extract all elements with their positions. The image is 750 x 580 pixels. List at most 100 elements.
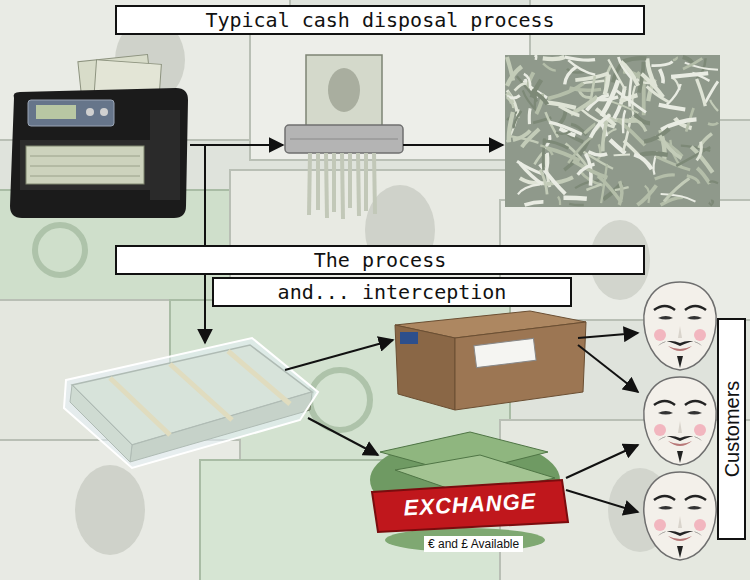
- illustration-part: [710, 202, 712, 205]
- illustration-part: [395, 325, 455, 410]
- illustration-part: [575, 73, 608, 80]
- illustration-part: [309, 153, 375, 219]
- illustration-part: [578, 345, 638, 392]
- illustration-part: [518, 184, 540, 194]
- illustration-part: [640, 153, 667, 155]
- illustration-part: [623, 110, 625, 133]
- illustration-part: [30, 156, 140, 157]
- illustration-part: [332, 153, 336, 212]
- parcel-box: [395, 311, 586, 410]
- illustration-part: [637, 185, 656, 205]
- title-text: Typical cash disposal process: [205, 8, 554, 32]
- illustration-part: [644, 282, 716, 370]
- illustration-part: [30, 176, 140, 177]
- illustration-part: [150, 110, 180, 200]
- illustration-part: [619, 181, 622, 205]
- illustration-part: [664, 178, 689, 201]
- illustration-part: [651, 62, 672, 66]
- illustration-part: [565, 57, 596, 60]
- illustration-part: [673, 57, 677, 60]
- customers-box: Customers: [717, 318, 746, 540]
- title-box: Typical cash disposal process: [115, 5, 645, 35]
- illustration-part: [571, 124, 586, 135]
- illustration-part: [524, 74, 530, 88]
- illustration-part: [687, 176, 699, 184]
- illustration-part: [75, 465, 145, 555]
- counting-machine: [10, 54, 188, 218]
- illustration-part: [708, 123, 718, 125]
- illustration-part: [528, 108, 532, 124]
- illustration-part: [656, 156, 690, 170]
- illustration-part: [565, 67, 577, 85]
- illustration-part: [546, 153, 548, 170]
- illustration-part: [316, 153, 320, 210]
- illustration-part: [514, 111, 522, 128]
- illustration-part: [532, 80, 541, 98]
- illustration-part: [509, 112, 513, 142]
- illustration-part: [10, 88, 188, 218]
- note-label: € and £ Available: [424, 536, 523, 552]
- illustration-part: [710, 181, 718, 183]
- illustration-part: [605, 74, 609, 94]
- illustration-part: [645, 186, 650, 203]
- illustration-part: [563, 198, 586, 199]
- illustration-part: [660, 136, 682, 159]
- illustration-part: [400, 332, 418, 344]
- illustration-part: [543, 57, 565, 59]
- illustration-part: [515, 83, 527, 90]
- illustration-part: [642, 74, 664, 97]
- illustration-part: [310, 370, 370, 430]
- vertical-label: Customers: [720, 381, 743, 478]
- illustration-part: [559, 106, 580, 116]
- illustration-part: [28, 100, 114, 126]
- illustration-part: [556, 131, 570, 134]
- illustration-part: [683, 58, 702, 69]
- illustration-part: [348, 153, 352, 208]
- illustration-part: [660, 69, 663, 83]
- banner-text: and... interception: [278, 280, 507, 304]
- illustration-part: [35, 225, 85, 275]
- illustration-part: [290, 139, 398, 140]
- illustration-part: [385, 528, 545, 552]
- illustration-part: [644, 472, 716, 560]
- illustration-part: [586, 184, 601, 190]
- illustration-part: [568, 60, 595, 75]
- illustration-part: [659, 105, 685, 110]
- illustration-part: [543, 63, 556, 70]
- illustration-part: [566, 490, 638, 512]
- illustration-part: [597, 144, 600, 160]
- illustration-part: [535, 56, 536, 60]
- illustration-part: [374, 153, 375, 214]
- illustration-part: [507, 66, 522, 85]
- illustration-part: [697, 142, 702, 161]
- illustration-part: [584, 124, 595, 133]
- illustration-part: [364, 153, 368, 211]
- banner-box: and... interception: [212, 277, 572, 307]
- banner-text: The process: [314, 248, 446, 272]
- illustration-part: [578, 164, 595, 174]
- illustration-part: [623, 58, 646, 61]
- banner-box: The process: [115, 245, 645, 275]
- illustration-part: [309, 153, 310, 215]
- illustration-part: [548, 83, 584, 98]
- illustration-part: [86, 108, 94, 116]
- illustration-part: [342, 153, 343, 219]
- illustration-part: [578, 333, 638, 338]
- illustration-part: [520, 163, 542, 184]
- illustration-part: [597, 97, 618, 100]
- illustration-part: [308, 418, 378, 455]
- illustration-part: [629, 78, 631, 107]
- illustration-part: [543, 138, 544, 170]
- illustration-part: [507, 56, 718, 205]
- illustration-part: [507, 97, 513, 108]
- illustration-part: [571, 97, 598, 115]
- illustration-part: [549, 122, 582, 134]
- illustration-part: [455, 322, 586, 410]
- illustration-part: [36, 105, 76, 119]
- illustration-part: [644, 129, 669, 142]
- illustration-part: [522, 129, 539, 147]
- illustration-part: [588, 152, 607, 155]
- illustration-part: [26, 146, 144, 184]
- illustration-part: [614, 153, 630, 156]
- illustration-part: [358, 153, 359, 216]
